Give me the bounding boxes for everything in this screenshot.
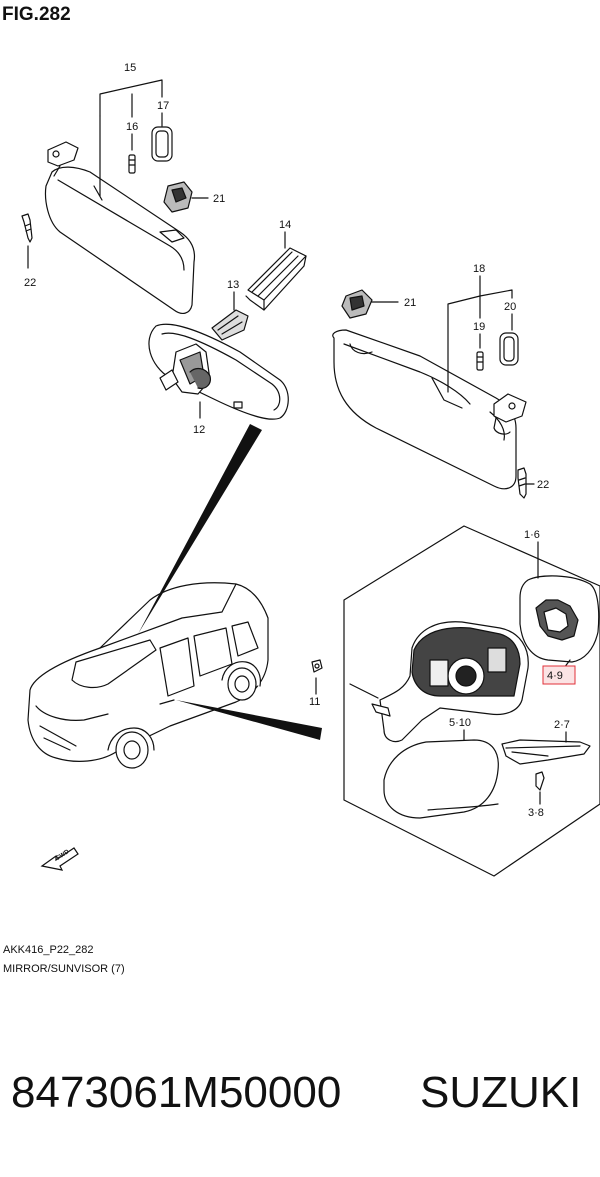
screw-16 (128, 154, 136, 174)
gasket-20 (499, 332, 519, 366)
callout-11: 11 (309, 696, 320, 708)
diagram-code: AKK416_P22_282 (3, 944, 94, 956)
diagram-name: MIRROR/SUNVISOR (7) (3, 963, 125, 975)
callout-22-right: 22 (537, 479, 549, 491)
gasket-17 (151, 126, 173, 162)
callout-19: 19 (473, 321, 485, 333)
fwd-arrow-icon: FWD (40, 847, 79, 871)
car-illustration (27, 582, 269, 769)
mirror-mount (159, 343, 211, 395)
callout-21-left: 21 (213, 193, 225, 205)
callout-17: 17 (157, 100, 169, 112)
turn-signal-2-7 (501, 739, 591, 765)
left-visor-hinge (47, 141, 79, 177)
clip-21-right (341, 289, 373, 319)
clip-11 (311, 659, 323, 673)
outside-mirror-housing (371, 621, 529, 743)
screw-22-right (517, 467, 527, 499)
screw-3-8 (535, 771, 545, 791)
callout-20: 20 (504, 301, 516, 313)
callout-14: 14 (279, 219, 291, 231)
screw-22-left (21, 213, 33, 243)
callout-16: 16 (126, 121, 138, 133)
callout-4-9: 4·9 (547, 670, 563, 682)
mirror-glass-4-9 (519, 575, 600, 663)
callout-22-left: 22 (24, 277, 36, 289)
clip-21-left (163, 181, 193, 213)
callout-5-10: 5·10 (449, 717, 471, 729)
callout-1-6: 1·6 (524, 529, 540, 541)
highlight-box (542, 665, 576, 685)
mirror-cover-5-10 (383, 739, 499, 819)
figure-title: FIG.282 (2, 4, 71, 25)
parts-diagram: FWD 15 16 17 21 22 14 13 12 18 20 19 21 … (21, 62, 600, 877)
callout-15: 15 (124, 62, 136, 74)
right-visor-hinge (493, 393, 527, 435)
callout-13: 13 (227, 279, 239, 291)
callout-21-right: 21 (404, 297, 416, 309)
rear-view-mirror-12 (148, 323, 289, 420)
callout-18: 18 (473, 263, 485, 275)
callout-2-7: 2·7 (554, 719, 570, 731)
callout-12: 12 (193, 424, 205, 436)
left-sunvisor (44, 166, 196, 315)
part-number: 8473061M50000 (11, 1068, 342, 1117)
dome-light-14 (245, 247, 307, 311)
callout-3-8: 3·8 (528, 807, 544, 819)
brand-name: SUZUKI (420, 1068, 582, 1117)
right-sunvisor (332, 329, 517, 490)
screw-19 (476, 351, 484, 371)
mirror-bracket-13 (211, 309, 249, 341)
